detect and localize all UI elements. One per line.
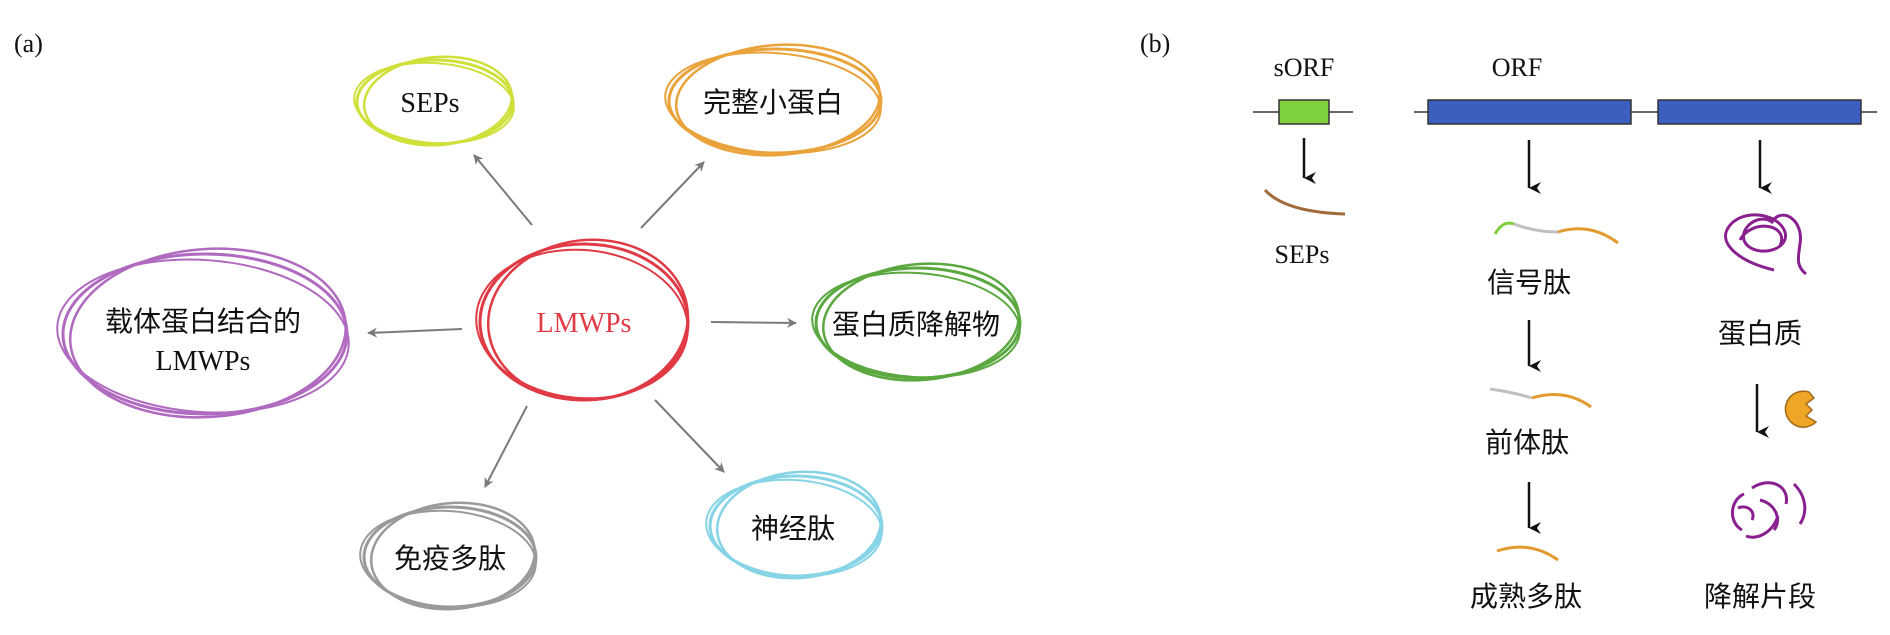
- orf-label: ORF: [1492, 53, 1543, 82]
- enzyme-icon: [1784, 390, 1818, 428]
- node-carrier-label-line2: LMWPs: [156, 346, 251, 377]
- node-intact-protein: 完整小蛋白: [664, 43, 883, 157]
- sorf-box: [1278, 99, 1330, 125]
- mature-peptide-label: 成熟多肽: [1470, 581, 1582, 613]
- signal-peptide-label: 信号肽: [1487, 267, 1571, 299]
- propeptide-drawing: [1489, 387, 1592, 409]
- sorf-product-label: SEPs: [1275, 240, 1330, 269]
- fragments-label: 降解片段: [1704, 581, 1816, 613]
- node-carrier-label-line1: 载体蛋白结合的: [105, 306, 301, 338]
- arrow-to-seps: [473, 154, 533, 226]
- propeptide-label: 前体肽: [1485, 427, 1569, 459]
- center-node-lmwps: LMWPs: [475, 238, 690, 402]
- arrow-to-intact: [640, 161, 705, 229]
- node-neuropeptide: 神经肽: [705, 470, 884, 580]
- arrow-to-degradation: [710, 317, 797, 328]
- sep-peptide-line: [1263, 188, 1346, 216]
- signal-peptide-drawing: [1493, 221, 1619, 245]
- panel-b-label: (b): [1140, 29, 1170, 58]
- protein-coil-drawing: [1724, 213, 1807, 276]
- panel-a-arrows: [367, 154, 797, 488]
- orf-box-2: [1657, 99, 1862, 125]
- arrow-to-immune: [484, 405, 528, 488]
- node-immune-peptide: 免疫多肽: [359, 501, 538, 611]
- mature-peptide-drawing: [1496, 545, 1559, 562]
- panel-a-label: (a): [14, 29, 43, 58]
- node-seps: SEPs: [353, 55, 515, 147]
- center-label: LMWPs: [537, 308, 632, 339]
- sorf-label: sORF: [1274, 53, 1335, 82]
- node-degradation-label: 蛋白质降解物: [832, 309, 1000, 341]
- node-intact-label: 完整小蛋白: [703, 87, 843, 119]
- node-neuropeptide-label: 神经肽: [751, 513, 835, 545]
- arrow-to-carrier: [367, 327, 463, 338]
- node-seps-label: SEPs: [400, 88, 459, 119]
- node-carrier-bound: 载体蛋白结合的 LMWPs: [56, 247, 350, 419]
- arrow-to-neuropeptide: [654, 399, 725, 473]
- orf-box-1: [1427, 99, 1632, 125]
- node-degradation: 蛋白质降解物: [811, 262, 1022, 382]
- degradation-fragments-drawing: [1731, 481, 1807, 539]
- node-immune-label: 免疫多肽: [394, 543, 506, 575]
- protein-label: 蛋白质: [1718, 318, 1802, 350]
